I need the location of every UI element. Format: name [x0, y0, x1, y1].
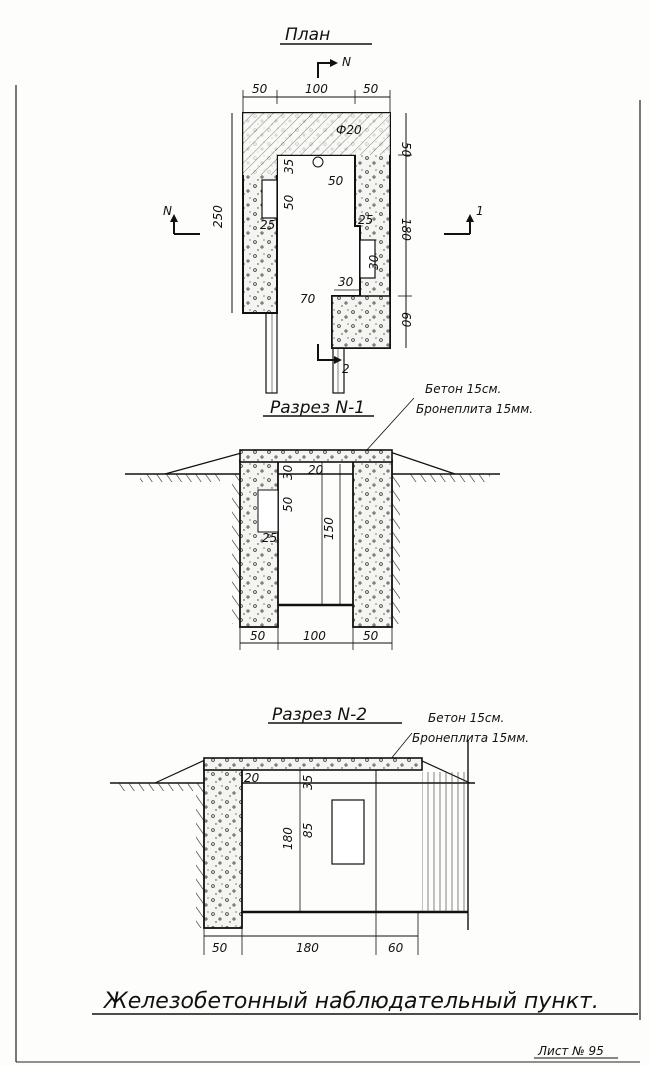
section-2-dim-85: 85 — [301, 823, 315, 838]
section-n-label: N — [342, 55, 351, 69]
section-1-dim-50: 50 — [281, 496, 295, 512]
section-1-soil-right — [410, 474, 490, 482]
section-n-marker — [317, 62, 330, 78]
plan-view: План N 50 100 50 250 50 180 — [163, 25, 484, 394]
section-2-note-armor: Бронеплита 15мм. — [412, 731, 529, 745]
section-1-soil-wall-right — [392, 474, 400, 624]
section-1-soil-left — [140, 474, 220, 482]
section-1-title: Разрез N-1 — [270, 398, 365, 418]
plan-dim-top-0: 50 — [252, 82, 268, 96]
section-1-wall-left — [239, 459, 279, 628]
section-2-view: Разрез N-2 Бетон 15см. Бронеплита 15мм. … — [110, 705, 529, 955]
section-2-arrow — [334, 356, 342, 364]
section-2-dim-bottom-0: 50 — [212, 941, 228, 955]
section-1-marker-right — [444, 221, 471, 235]
plan-lower-block — [331, 295, 391, 349]
plan-dim-50a: 50 — [328, 174, 344, 188]
section-1-roof — [239, 449, 393, 463]
section-2-soil-left — [118, 783, 198, 791]
section-1-dim-25: 25 — [262, 531, 277, 545]
plan-dim-phi: Ф20 — [336, 123, 362, 137]
section-2-leader — [389, 732, 413, 761]
plan-dim-top-1: 100 — [305, 82, 328, 96]
plan-periscope-hole — [312, 156, 324, 168]
plan-trench-right — [332, 347, 345, 394]
section-n-arrow — [330, 59, 338, 67]
plan-dim-right-1: 180 — [399, 218, 413, 241]
plan-wall-hatch — [243, 113, 390, 175]
section-2-slot — [331, 799, 365, 865]
plan-dim-70: 70 — [300, 292, 316, 306]
plan-slot-left — [261, 179, 278, 219]
section-1-arrow-right — [466, 214, 474, 222]
section-1-arrow-left — [170, 214, 178, 222]
section-1-dim-20: 20 — [308, 463, 324, 477]
section-2-dim-180v: 180 — [281, 827, 295, 850]
section-1-leader — [364, 397, 415, 453]
section-1-dim-bottom-0: 50 — [250, 629, 266, 643]
section-2-note-concrete: Бетон 15см. — [428, 711, 504, 725]
section-2-wall-left — [203, 761, 243, 929]
section-2-dim-bottom-2: 60 — [388, 941, 404, 955]
plan-dim-25b: 25 — [358, 213, 373, 227]
section-1-slot — [257, 489, 279, 533]
plan-dim-30a: 30 — [367, 254, 381, 270]
section-2-dim-20: 20 — [244, 771, 260, 785]
section-2-trench — [422, 772, 468, 912]
section-1-note-concrete: Бетон 15см. — [425, 382, 501, 396]
section-2-roof — [203, 757, 423, 771]
section-1-marker-left — [173, 221, 200, 235]
section-1-dim-30: 30 — [281, 464, 295, 480]
plan-dim-right-2: 60 — [399, 312, 413, 328]
section-2-dim-35: 35 — [301, 775, 315, 790]
plan-dim-25a: 25 — [260, 218, 275, 232]
plan-slot-right — [359, 239, 376, 279]
plan-trench-left — [265, 312, 278, 394]
plan-dim-35: 35 — [282, 159, 296, 174]
section-1-dim-bottom-2: 50 — [363, 629, 379, 643]
plan-title: План — [285, 25, 330, 45]
section-1-dim-bottom-1: 100 — [303, 629, 326, 643]
drawing-caption: Железобетонный наблюдательный пункт. — [102, 989, 599, 1014]
section-1-soil-wall-left — [232, 474, 240, 624]
section-2-soil-wall-left — [196, 783, 204, 928]
plan-dim-left: 250 — [211, 205, 225, 228]
sheet-number: Лист № 95 — [537, 1044, 604, 1058]
plan-dim-right-0: 50 — [399, 142, 413, 158]
section-1-dim-150: 150 — [322, 517, 336, 540]
section-2-label: 2 — [342, 362, 350, 376]
section-2-dim-bottom-1: 180 — [296, 941, 319, 955]
section-1-label-right: 1 — [476, 204, 484, 218]
section-2-marker — [317, 344, 340, 361]
plan-dim-50b: 50 — [282, 194, 296, 210]
section-1-label-left: N — [163, 204, 172, 218]
plan-dim-30b: 30 — [338, 275, 354, 289]
section-1-note-armor: Бронеплита 15мм. — [416, 402, 533, 416]
section-2-title: Разрез N-2 — [272, 705, 367, 725]
section-1-wall-right — [352, 459, 393, 628]
section-1-view: Разрез N-1 Бетон 15см. Бронеплита 15мм. … — [125, 382, 533, 650]
plan-dim-top-2: 50 — [363, 82, 379, 96]
